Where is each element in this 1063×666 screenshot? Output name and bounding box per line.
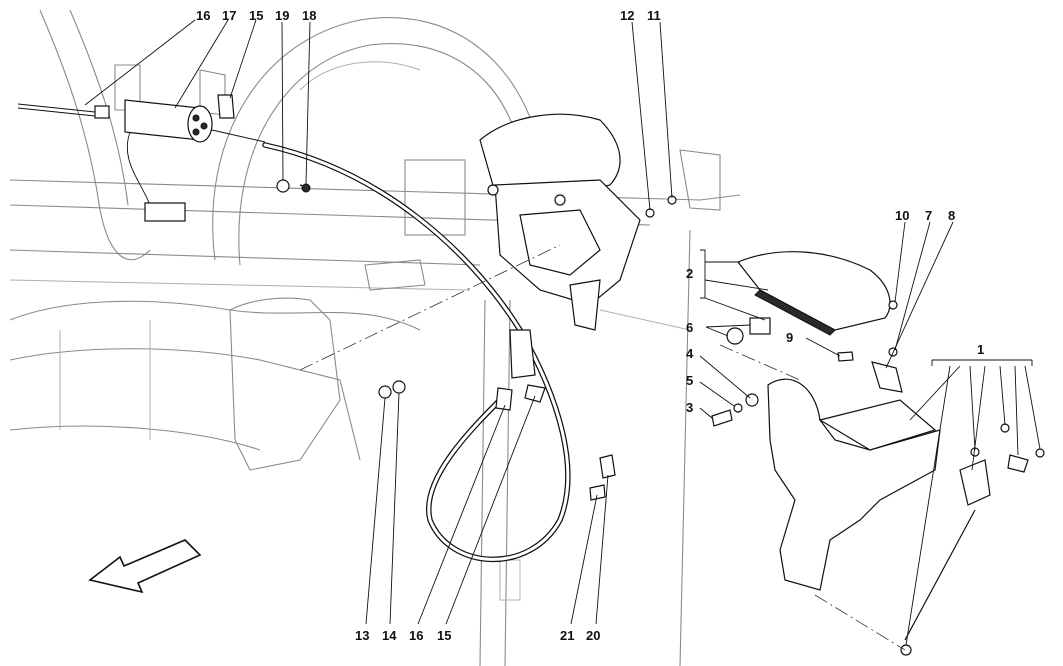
callout-8: 8	[948, 208, 955, 223]
front-direction-arrow-icon	[88, 539, 202, 594]
callout-6: 6	[686, 320, 693, 335]
callout-15-top: 15	[249, 8, 263, 23]
callout-18: 18	[302, 8, 316, 23]
callout-5: 5	[686, 373, 693, 388]
callout-13: 13	[355, 628, 369, 643]
callout-16-bottom: 16	[409, 628, 423, 643]
callout-15-bottom: 15	[437, 628, 451, 643]
vehicle-frame-ghost	[9, 9, 741, 666]
callout-4: 4	[686, 346, 694, 361]
callout-12: 12	[620, 8, 634, 23]
callout-10: 10	[895, 208, 909, 223]
callout-14: 14	[382, 628, 397, 643]
callout-20: 20	[586, 628, 600, 643]
spacers-13-14	[378, 329, 546, 411]
central-latch-assembly	[299, 113, 677, 371]
callout-16-top: 16	[196, 8, 210, 23]
bolt-and-clip-20-21	[589, 454, 616, 501]
callout-1: 1	[977, 342, 984, 357]
callout-17: 17	[222, 8, 236, 23]
callout-labels: 16 17 15 19 18 12 11 10 7 8 2 6 9 1 4 5 …	[196, 8, 984, 643]
callout-7: 7	[925, 208, 932, 223]
callout-11: 11	[647, 8, 661, 23]
callout-2: 2	[686, 266, 693, 281]
release-cable	[17, 103, 571, 563]
callout-9: 9	[786, 330, 793, 345]
callout-21: 21	[560, 628, 574, 643]
actuator-motor	[94, 94, 311, 222]
right-latch-exploded	[711, 251, 1045, 656]
leader-lines	[84, 19, 1041, 646]
callout-19: 19	[275, 8, 289, 23]
callout-3: 3	[686, 400, 693, 415]
